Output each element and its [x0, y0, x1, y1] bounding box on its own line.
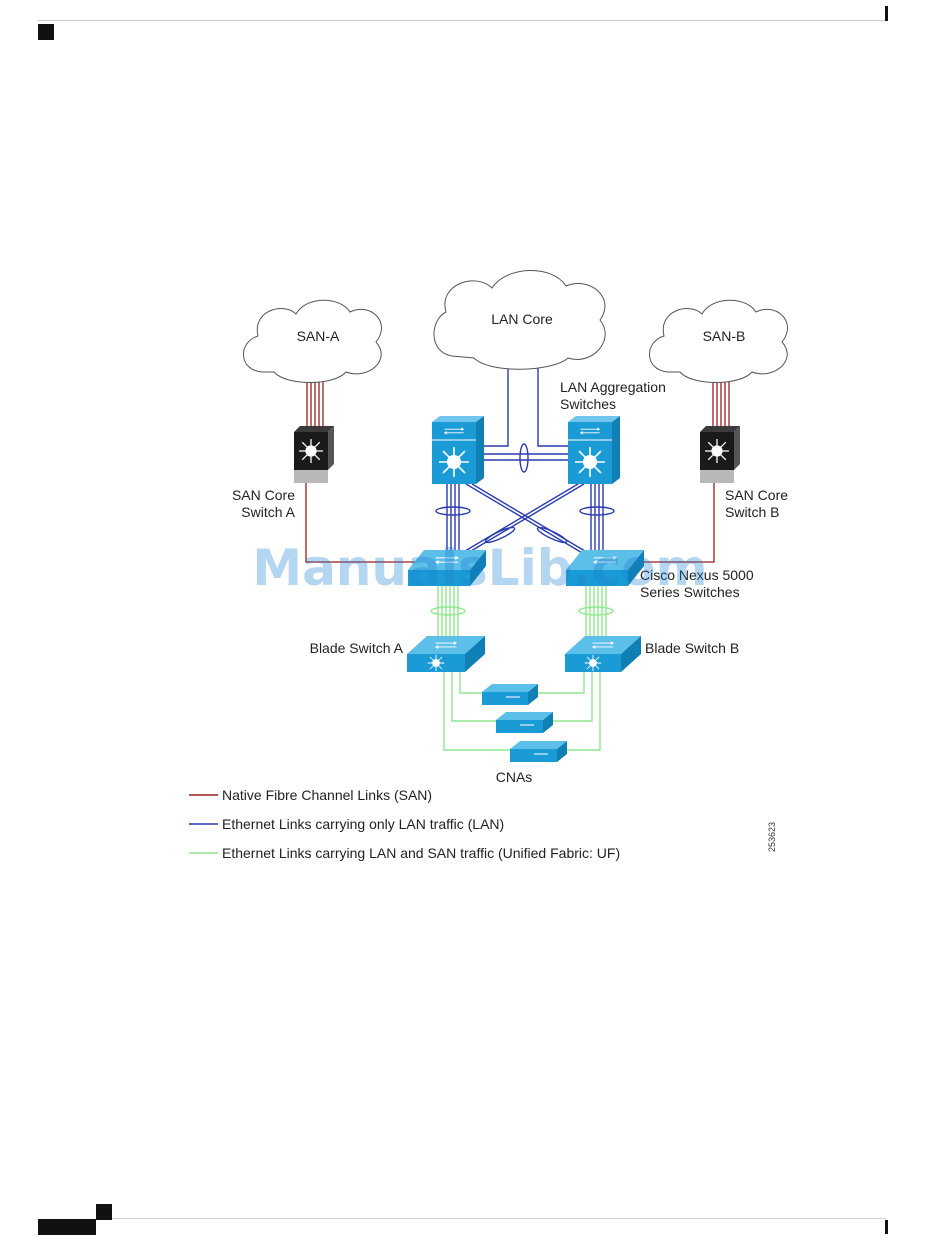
- footer-tick: [885, 1220, 888, 1234]
- footer-rule: [96, 1218, 886, 1219]
- blade-switch-a: [407, 636, 485, 672]
- san-a-label: SAN-A: [297, 328, 340, 344]
- blade-switch-b: [565, 636, 641, 672]
- legend-label-san: Native Fibre Channel Links (SAN): [222, 787, 432, 803]
- lan-aggregation-label-1: LAN Aggregation: [560, 379, 666, 395]
- san-core-b-label-1: SAN Core: [725, 487, 788, 503]
- blade-switch-b-label: Blade Switch B: [645, 640, 739, 656]
- cna-device-2: [496, 712, 553, 733]
- san-core-switch-b: [700, 426, 740, 483]
- lan-aggregation-switch-left: [432, 416, 484, 484]
- header-tick: [885, 6, 888, 21]
- legend-label-lan: Ethernet Links carrying only LAN traffic…: [222, 816, 504, 832]
- lan-links: [435, 368, 615, 555]
- san-core-a-label-2: Switch A: [241, 504, 295, 520]
- san-a-cloud: SAN-A: [243, 299, 382, 383]
- san-core-switch-a: [294, 426, 334, 483]
- lan-core-cloud: LAN Core: [433, 270, 606, 370]
- san-b-label: SAN-B: [703, 328, 746, 344]
- header-marker: [38, 24, 54, 40]
- nexus-5000-switch-left: [408, 550, 486, 586]
- san-links: [305, 375, 730, 563]
- san-b-cloud: SAN-B: [649, 299, 788, 383]
- nexus-label-1: Cisco Nexus 5000: [640, 567, 754, 583]
- lan-aggregation-switch-right: [568, 416, 620, 484]
- watermark: ManualsLib.com: [252, 539, 707, 597]
- legend: Native Fibre Channel Links (SAN) Etherne…: [189, 787, 620, 861]
- nexus-label-2: Series Switches: [640, 584, 740, 600]
- cna-device-3: [510, 741, 567, 762]
- san-core-b-label-2: Switch B: [725, 504, 779, 520]
- footer-bar: [38, 1219, 96, 1235]
- blade-switch-a-label: Blade Switch A: [310, 640, 404, 656]
- cna-device-1: [482, 684, 538, 705]
- uf-links: [430, 585, 614, 751]
- lan-aggregation-label-2: Switches: [560, 396, 616, 412]
- header-rule: [38, 20, 888, 21]
- san-core-a-label-1: SAN Core: [232, 487, 295, 503]
- figure-id: 253623: [767, 822, 777, 852]
- nexus-5000-switch-right: [566, 550, 644, 586]
- legend-label-uf: Ethernet Links carrying LAN and SAN traf…: [222, 845, 620, 861]
- cnas-label: CNAs: [496, 769, 533, 785]
- lan-core-label: LAN Core: [491, 311, 553, 327]
- footer-marker: [96, 1204, 112, 1220]
